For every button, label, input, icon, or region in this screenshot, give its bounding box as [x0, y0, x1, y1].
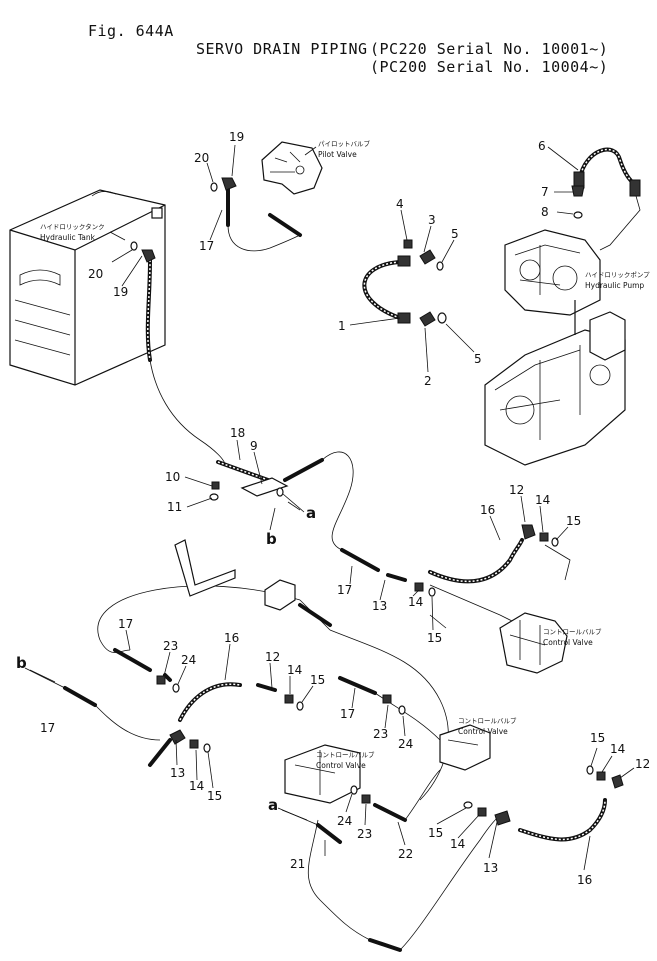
callout-15f: 15	[590, 731, 605, 745]
connector-a2: a	[268, 796, 278, 814]
hydraulic-tank-label-jp: ハイドロリックタンク	[40, 222, 105, 231]
control-valve-right: コントロールバルブ Control Valve	[439, 716, 517, 771]
small-valve-block	[264, 579, 296, 611]
callout-8: 8	[541, 205, 549, 219]
control-valve-right-label-jp: コントロールバルブ	[458, 716, 517, 725]
callout-12a: 12	[509, 483, 524, 497]
control-valve-upper-label: Control Valve	[543, 638, 593, 647]
callout-17b: 17	[337, 583, 352, 597]
hose-pilot-drain	[226, 183, 302, 252]
callout-14c: 14	[287, 663, 302, 677]
callout-24a: 24	[181, 653, 196, 667]
callout-21: 21	[290, 857, 305, 871]
serial-range-pc200: (PC200 Serial No. 10004~)	[370, 58, 609, 76]
hose-16-lower-left	[178, 682, 242, 722]
hose-17-lower-left	[63, 686, 172, 767]
callout-17d: 17	[340, 707, 355, 721]
pilot-valve: パイロットバルブ Pilot Valve	[261, 139, 371, 195]
hose-16-lower-right	[518, 798, 607, 842]
hose-18	[216, 460, 270, 482]
mounting-bracket	[174, 539, 236, 597]
callout-22: 22	[398, 847, 413, 861]
callout-19b: 19	[113, 285, 128, 299]
callout-24b: 24	[398, 737, 413, 751]
serial-range-pc220: (PC220 Serial No. 10001~)	[370, 40, 609, 58]
connector-a1: a	[306, 504, 316, 522]
title-line-2: (PC220 Serial No. 10001~)	[0, 22, 657, 58]
hose-17-middle	[340, 548, 407, 582]
callout-9: 9	[250, 439, 258, 453]
callout-3: 3	[428, 213, 436, 227]
callout-13b: 13	[170, 766, 185, 780]
hose-tank-to-junction	[145, 258, 226, 466]
callout-14d: 14	[189, 779, 204, 793]
callout-17e: 17	[40, 721, 55, 735]
hose-17-left	[113, 648, 152, 672]
callout-20a: 20	[194, 151, 209, 165]
callout-17c: 17	[118, 617, 133, 631]
callout-14a: 14	[535, 493, 550, 507]
hose-6	[573, 147, 641, 197]
callout-15d: 15	[207, 789, 222, 803]
connector-b1: b	[266, 530, 277, 548]
callout-13a: 13	[372, 599, 387, 613]
callout-12b: 12	[265, 650, 280, 664]
pilot-valve-label: Pilot Valve	[318, 150, 357, 159]
callout-16c: 16	[577, 873, 592, 887]
hose-junction-right	[283, 451, 354, 551]
leader-lines	[24, 144, 635, 871]
callout-15c: 15	[310, 673, 325, 687]
connector-b2: b	[16, 654, 27, 672]
callout-5a: 5	[451, 227, 459, 241]
diagram-title: SERVO DRAIN PIPING	[196, 40, 368, 58]
callout-11: 11	[167, 500, 182, 514]
hose-16-middle	[428, 538, 524, 584]
callout-20b: 20	[88, 267, 103, 281]
hydraulic-pump-label: Hydraulic Pump	[585, 281, 644, 290]
callout-5b: 5	[474, 352, 482, 366]
callout-1: 1	[338, 319, 346, 333]
callout-10: 10	[165, 470, 180, 484]
control-valve-left-label: Control Valve	[316, 761, 366, 770]
fittings	[130, 177, 624, 826]
callout-15a: 15	[566, 514, 581, 528]
figure-number: Fig. 644A	[88, 22, 174, 40]
callout-15e: 15	[428, 826, 443, 840]
hose-1	[362, 255, 411, 324]
callout-17a: 17	[199, 239, 214, 253]
callout-16b: 16	[224, 631, 239, 645]
callout-14e: 14	[450, 837, 465, 851]
callout-numbers: 20 19 17 20 19 4 3 5 1 2 5 6 7 8 18 9 10…	[16, 130, 650, 887]
pilot-valve-label-jp: パイロットバルブ	[318, 139, 371, 148]
callout-4: 4	[396, 197, 404, 211]
callout-18: 18	[230, 426, 245, 440]
control-valve-upper-label-jp: コントロールバルブ	[543, 627, 602, 636]
control-valve-right-label: Control Valve	[458, 727, 508, 736]
callout-19a: 19	[229, 130, 244, 144]
callout-14f: 14	[610, 742, 625, 756]
hose-17-center	[338, 676, 377, 695]
callout-23a: 23	[163, 639, 178, 653]
control-valve-upper: コントロールバルブ Control Valve	[499, 612, 602, 674]
callout-2: 2	[424, 374, 432, 388]
callout-6: 6	[538, 139, 546, 153]
hydraulic-pump: ハイドロリックポンプ Hydraulic Pump	[484, 229, 650, 466]
junction-block	[240, 477, 289, 497]
callout-12c: 12	[635, 757, 650, 771]
hydraulic-pump-label-jp: ハイドロリックポンプ	[585, 271, 650, 279]
callout-13c: 13	[483, 861, 498, 875]
callout-14b: 14	[408, 595, 423, 609]
callout-7: 7	[541, 185, 549, 199]
callout-24c: 24	[337, 814, 352, 828]
title-line-1: Fig. 644A SERVO DRAIN PIPING (PC200 Seri…	[0, 4, 657, 76]
callout-23b: 23	[373, 727, 388, 741]
callout-15b: 15	[427, 631, 442, 645]
hydraulic-tank-label: Hydraulic Tank	[40, 233, 96, 242]
control-valve-left: コントロールバルブ Control Valve	[284, 744, 375, 804]
callout-16a: 16	[480, 503, 495, 517]
hydraulic-tank: ハイドロリックタンク Hydraulic Tank	[9, 189, 166, 386]
control-valve-left-label-jp: コントロールバルブ	[316, 750, 375, 759]
callout-23c: 23	[357, 827, 372, 841]
